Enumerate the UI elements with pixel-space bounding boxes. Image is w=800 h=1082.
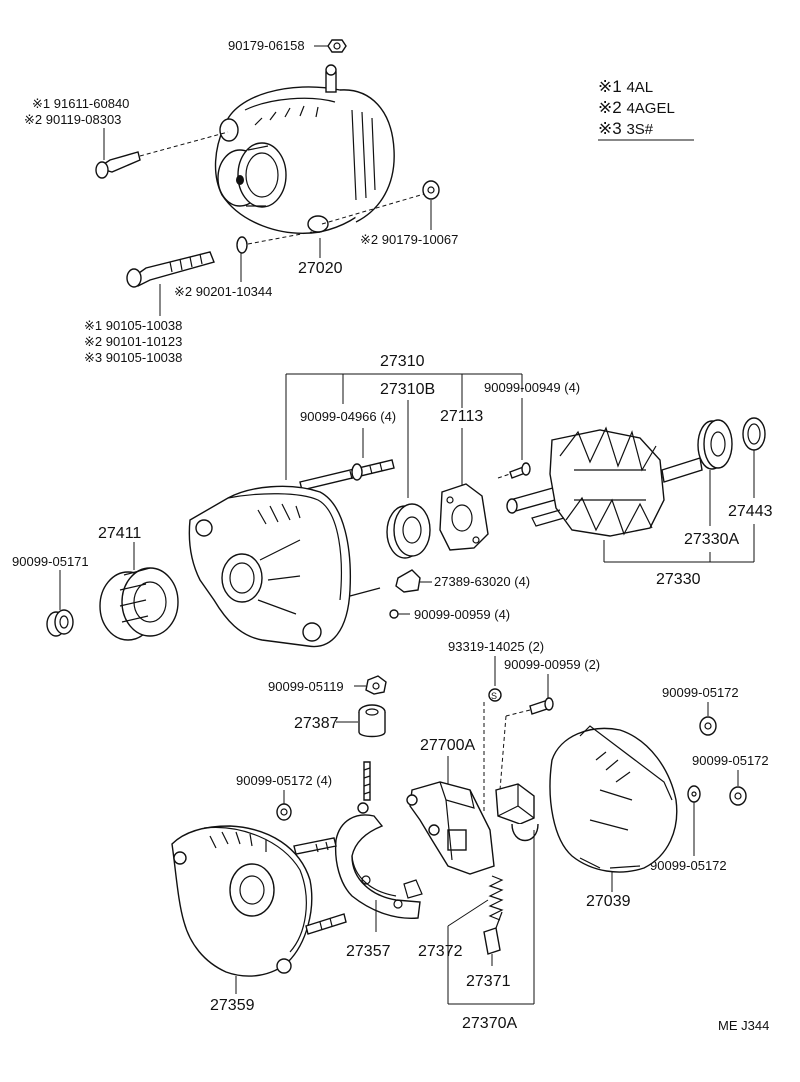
label-90099-00949: 90099-00949 (4) [484, 380, 580, 395]
label-93319-14025: 93319-14025 (2) [448, 639, 544, 654]
bearing-cover-27443 [742, 417, 766, 451]
stud-90099-04966 [299, 459, 395, 491]
label-90099-05171: 90099-05171 [12, 554, 89, 569]
label-90201-10344: ※2 90201-10344 [174, 284, 272, 299]
brush-holder [495, 783, 539, 841]
retainer-plate-27113 [439, 483, 489, 551]
nut-90099-05172-r3 [687, 785, 701, 803]
label-91611-60840: ※1 91611-60840 [32, 96, 129, 111]
label-27411: 27411 [98, 525, 141, 542]
bearing-27330A [697, 419, 733, 470]
screw-90099-00949 [509, 462, 531, 479]
label-27039: 27039 [586, 893, 631, 910]
label-90099-05172-r3: 90099-05172 [650, 858, 727, 873]
rectifier-27357 [334, 761, 423, 919]
nut-90099-05119 [365, 675, 387, 695]
label-90179-10067: ※2 90179-10067 [360, 232, 458, 247]
label-90119-08303: ※2 90119-08303 [24, 112, 121, 127]
svg-text:S: S [491, 691, 497, 701]
label-27371: 27371 [466, 973, 511, 990]
label-27113: 27113 [440, 408, 483, 425]
label-27020: 27020 [298, 260, 343, 277]
label-90099-05172-r1: 90099-05172 [662, 685, 739, 700]
label-90099-05172-4: 90099-05172 (4) [236, 773, 332, 788]
bolt-90105-10038 [126, 251, 215, 288]
label-90105-10038-a: ※1 90105-10038 [84, 318, 182, 333]
nut-90099-05172-r2 [729, 786, 747, 806]
label-27370A: 27370A [462, 1015, 517, 1032]
alternator-assembly-27020 [214, 64, 395, 234]
label-90099-00959-2: 90099-00959 (2) [504, 657, 600, 672]
reference-code: ME J344 [718, 1018, 769, 1033]
nut-90099-05172-4 [276, 803, 292, 821]
brush-27371 [483, 911, 503, 955]
pulley-27411 [99, 567, 179, 641]
label-27310B: 27310B [380, 381, 435, 398]
label-27700A: 27700A [420, 737, 475, 754]
label-90099-05119: 90099-05119 [268, 679, 344, 694]
legend-item-1: ※1 4AL [598, 77, 653, 96]
label-27389-63020: 27389-63020 (4) [434, 574, 530, 589]
nut-90179-06158 [327, 39, 347, 53]
nut-90179-10067 [422, 180, 440, 200]
washer-90201-10344 [236, 236, 248, 254]
screw-90099-00959-2 [529, 697, 554, 715]
label-27330: 27330 [656, 571, 701, 588]
legend-item-3: ※3 3S# [598, 119, 654, 138]
rear-frame-27359 [171, 825, 347, 977]
label-90099-05172-r2: 90099-05172 [692, 753, 769, 768]
washer-93319-14025 [488, 688, 502, 702]
label-27387: 27387 [294, 715, 339, 732]
rear-cover-27039 [549, 725, 678, 873]
label-90101-10123: ※2 90101-10123 [84, 334, 182, 349]
drive-end-frame-27310B [188, 485, 381, 648]
label-27443: 27443 [728, 503, 773, 520]
legend: ※1 4AL ※2 4AGEL ※3 3S# [598, 77, 694, 141]
rotor-27330 [506, 426, 703, 537]
screw-90099-00959-4 [389, 609, 410, 619]
legend-item-2: ※2 4AGEL [598, 98, 675, 117]
bolt-91611-60840 [95, 151, 141, 179]
label-27357: 27357 [346, 943, 391, 960]
label-90099-04966: 90099-04966 (4) [300, 409, 396, 424]
label-90105-10038-b: ※3 90105-10038 [84, 350, 182, 365]
bearing-front [386, 503, 431, 559]
label-27372: 27372 [418, 943, 463, 960]
label-90179-06158: 90179-06158 [228, 38, 305, 53]
label-27330A: 27330A [684, 531, 739, 548]
bushing-27387 [358, 704, 386, 738]
nut-90099-05171 [46, 609, 74, 637]
label-27310: 27310 [380, 353, 425, 370]
regulator-27700A [406, 781, 495, 875]
label-27359: 27359 [210, 997, 255, 1014]
spring-27372 [488, 875, 504, 921]
nut-90099-05172-r1 [699, 716, 717, 736]
label-90099-00959-4: 90099-00959 (4) [414, 607, 510, 622]
insulator-27389-63020 [395, 569, 421, 593]
